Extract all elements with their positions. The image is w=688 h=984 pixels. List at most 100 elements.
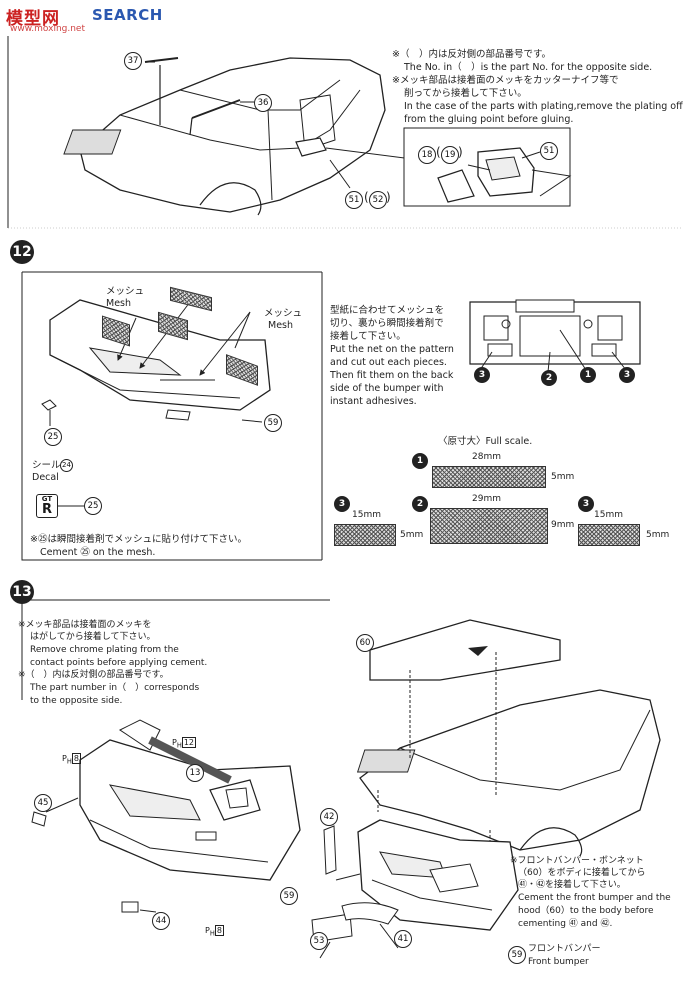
part-45: 45 xyxy=(34,794,52,812)
paren-52-close: ) xyxy=(386,190,391,204)
s13-note-jp-1: ※メッキ部品は接着面のメッキを xyxy=(18,620,152,630)
pattern-en-2: and cut out each pieces. xyxy=(330,357,447,368)
ref-p-h-8-bottom-box: 8 xyxy=(214,925,224,936)
step13-drawing xyxy=(21,599,661,959)
top-note-jp-2a: ※メッキ部品は接着面のメッキをカッターナイフ等で xyxy=(392,75,619,86)
pattern-num-1: 1 xyxy=(580,367,596,383)
part-59-right: 59 xyxy=(508,946,526,964)
part-42: 42 xyxy=(320,808,338,826)
gtr-bottom: R xyxy=(41,502,52,517)
mesh-label-en-left: Mesh xyxy=(106,298,132,309)
top-note-jp-2b: 削ってから接着して下さい。 xyxy=(404,88,527,99)
part-59-bumper: 59 xyxy=(264,414,282,432)
pattern-jp-2: 切り、裏から瞬間接着剤で xyxy=(330,318,444,329)
s13-note-en-2: contact points before applying cement. xyxy=(30,658,208,668)
part-41: 41 xyxy=(394,930,412,948)
full-scale-label: 〈原寸大〉Full scale. xyxy=(438,436,533,447)
piece3b-width: 15mm xyxy=(594,510,623,520)
decal-en: Decal xyxy=(32,472,59,483)
mesh-template-2 xyxy=(430,508,548,544)
paren-19-close: ) xyxy=(458,145,463,159)
front-bumper-en: Front bumper xyxy=(528,957,589,967)
step-12-number: 12 xyxy=(10,240,34,264)
ref-p-h-8-top-box: 8 xyxy=(71,753,81,764)
decal-leader xyxy=(58,505,84,507)
part-18: 18 xyxy=(418,146,436,164)
s13-note-jp-2: はがしてから接着して下さい。 xyxy=(30,632,156,642)
s13-inst-en-1: Cement the front bumper and the xyxy=(518,893,671,903)
gtr-top: GT xyxy=(41,495,53,503)
paren-52-open: ( xyxy=(364,190,369,204)
pattern-jp-1: 型紙に合わせてメッシュを xyxy=(330,305,445,316)
s13-note-en-1: Remove chrome plating from the xyxy=(30,645,179,655)
piece3a-num: 3 xyxy=(334,496,350,512)
part-53: 53 xyxy=(310,932,328,950)
pattern-jp-3: 接着して下さい。 xyxy=(330,331,406,342)
front-bumper-jp: フロントバンパー xyxy=(528,944,601,954)
pattern-num-3-right: 3 xyxy=(619,367,635,383)
s13-inst-jp-2: （60）をボディに接着してから xyxy=(518,868,646,878)
s13-inst-en-3: cementing ㊶ and ㊷. xyxy=(518,919,613,929)
part-19: 19 xyxy=(441,146,459,164)
s13-note-jp-3: ※（ ）内は反対側の部品番号です。 xyxy=(18,670,169,680)
part-37: 37 xyxy=(124,52,142,70)
piece1-width: 28mm xyxy=(472,452,501,462)
s13-inst-jp-3: ㊶・㊷を接着して下さい。 xyxy=(518,880,626,890)
mesh-template-3a xyxy=(334,524,396,546)
cement-note-jp: ※㉕は瞬間接着剤でメッシュに貼り付けて下さい。 xyxy=(30,534,247,545)
watermark-url: www.moxing.net xyxy=(10,24,85,34)
pattern-en-5: instant adhesives. xyxy=(330,396,417,407)
part-25-decal: 25 xyxy=(84,497,102,515)
top-note-en-2b: from the gluing point before gluing. xyxy=(404,114,574,125)
part-51-inset: 51 xyxy=(540,142,558,160)
s13-inst-jp-1: ※フロントバンパー・ボンネット xyxy=(510,856,644,866)
s13-inst-en-2: hood（60）to the body before xyxy=(518,906,654,916)
part-59-left: 59 xyxy=(280,887,298,905)
part-44: 44 xyxy=(152,912,170,930)
part-36: 36 xyxy=(254,94,272,112)
top-note-en-1: The No. in（ ）is the part No. for the opp… xyxy=(404,62,653,73)
pattern-en-1: Put the net on the pattern xyxy=(330,344,454,355)
mesh-template-1 xyxy=(432,466,546,488)
piece3b-num: 3 xyxy=(578,496,594,512)
pattern-en-3: Then fit them on the back xyxy=(330,370,454,381)
ref-p-h-12-box: 12 xyxy=(181,737,197,748)
pattern-num-2: 2 xyxy=(541,370,557,386)
piece1-height: 5mm xyxy=(551,472,575,482)
pattern-en-4: side of the bumper with xyxy=(330,383,444,394)
part-51: 51 xyxy=(345,191,363,209)
piece2-num: 2 xyxy=(412,496,428,512)
top-note-jp-1: ※（ ）内は反対側の部品番号です。 xyxy=(392,49,552,60)
s13-note-en-4: to the opposite side. xyxy=(30,696,123,706)
piece3a-width: 15mm xyxy=(352,510,381,520)
piece3a-height: 5mm xyxy=(400,530,424,540)
watermark-logo: 模型网 xyxy=(6,9,60,29)
piece2-width: 29mm xyxy=(472,494,501,504)
mesh-label-en-right: Mesh xyxy=(268,320,294,331)
part-25-bumper: 25 xyxy=(44,428,62,446)
cement-note-en: Cement ㉕ on the mesh. xyxy=(40,547,156,558)
top-note-en-2a: In the case of the parts with plating,re… xyxy=(404,101,683,112)
top-car-drawing xyxy=(7,36,682,229)
mesh-label-jp-right: メッシュ xyxy=(264,308,303,319)
seal-part-24: 24 xyxy=(60,459,73,472)
part-13: 13 xyxy=(186,764,204,782)
s13-note-en-3: The part number in（ ）corresponds xyxy=(30,683,200,693)
piece3b-height: 5mm xyxy=(646,530,670,540)
mesh-template-3b xyxy=(578,524,640,546)
piece2-height: 9mm xyxy=(551,520,575,530)
paren-19-open: ( xyxy=(436,145,441,159)
part-52: 52 xyxy=(369,191,387,209)
watermark: 模型网 SEARCH www.moxing.net xyxy=(4,2,194,36)
watermark-search: SEARCH xyxy=(92,6,163,24)
mesh-label-jp-left: メッシュ xyxy=(106,286,145,297)
ref-p-h-8-top-letter: P xyxy=(62,754,67,763)
ref-p-h-8-bottom-letter: P xyxy=(205,926,210,935)
part-60: 60 xyxy=(356,634,374,652)
piece1-num: 1 xyxy=(412,453,428,469)
pattern-num-3-left: 3 xyxy=(474,367,490,383)
ref-p-h-12-letter: P xyxy=(172,738,177,747)
gtr-decal-emblem: GT R xyxy=(36,494,58,518)
